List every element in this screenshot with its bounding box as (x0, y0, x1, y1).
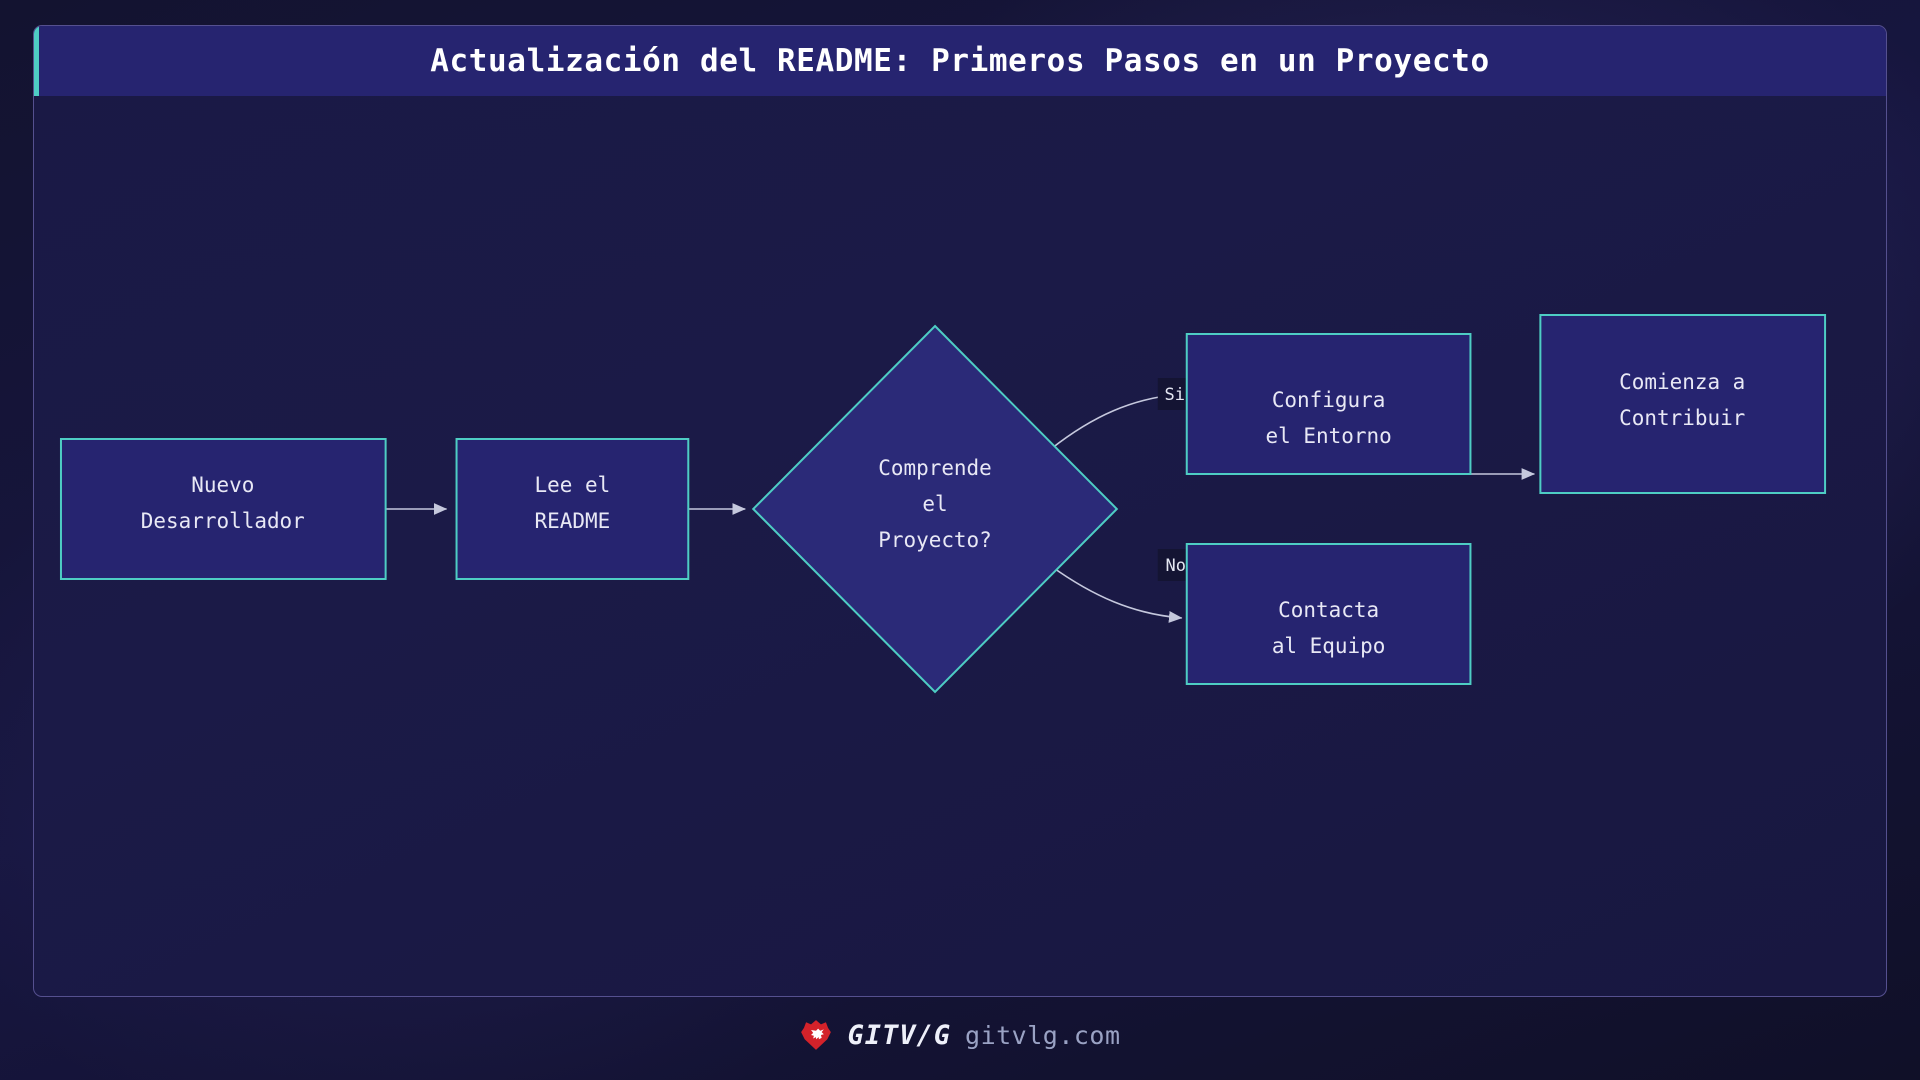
edge-label-yes: Si (1165, 385, 1185, 405)
page-title: Actualización del README: Primeros Pasos… (430, 43, 1490, 79)
node-contacta-al-equipo[interactable]: Contacta al Equipo (1185, 543, 1472, 685)
brand-url: gitvlg.com (965, 1020, 1121, 1050)
node-label-line1: Configura (1272, 388, 1386, 412)
edge-n3-n4-yes: Si (1050, 378, 1192, 450)
edge-n3-n6-no: No (1050, 549, 1194, 623)
node-label-line2: el (922, 492, 947, 516)
brand-name: GITV/G (847, 1019, 952, 1051)
lion-shield-icon (801, 1020, 832, 1050)
edge-label-no: No (1166, 556, 1186, 576)
node-label-line2: Contribuir (1619, 406, 1745, 430)
node-label-line2: README (535, 509, 611, 533)
node-configura-el-entorno[interactable]: Configura el Entorno (1185, 333, 1472, 475)
node-label-line1: Lee el (535, 473, 611, 497)
node-label-line2: el Entorno (1266, 424, 1392, 448)
flowchart-svg: Si No Nuevo Desarrollador Lee el README (59, 314, 1827, 694)
title-accent-bar (34, 26, 39, 96)
title-bar: Actualización del README: Primeros Pasos… (34, 26, 1886, 96)
footer-branding: GITV/G gitvlg.com (0, 1005, 1920, 1065)
node-nuevo-desarrollador[interactable]: Nuevo Desarrollador (59, 438, 387, 580)
node-comienza-a-contribuir[interactable]: Comienza a Contribuir (1539, 314, 1827, 494)
node-label-line1: Contacta (1278, 598, 1379, 622)
node-label-line1: Nuevo (191, 473, 254, 497)
flowchart-canvas: Si No Nuevo Desarrollador Lee el README (34, 96, 1886, 996)
node-label-line2: Desarrollador (141, 509, 305, 533)
node-label-line1: Comprende (878, 456, 992, 480)
node-comprende-el-proyecto-decision[interactable]: Comprende el Proyecto? (751, 324, 1119, 694)
node-lee-el-readme[interactable]: Lee el README (455, 438, 690, 580)
node-label-line3: Proyecto? (878, 528, 992, 552)
slide-card: Actualización del README: Primeros Pasos… (33, 25, 1887, 997)
node-label-line1: Comienza a (1619, 370, 1745, 394)
node-label-line2: al Equipo (1272, 634, 1386, 658)
